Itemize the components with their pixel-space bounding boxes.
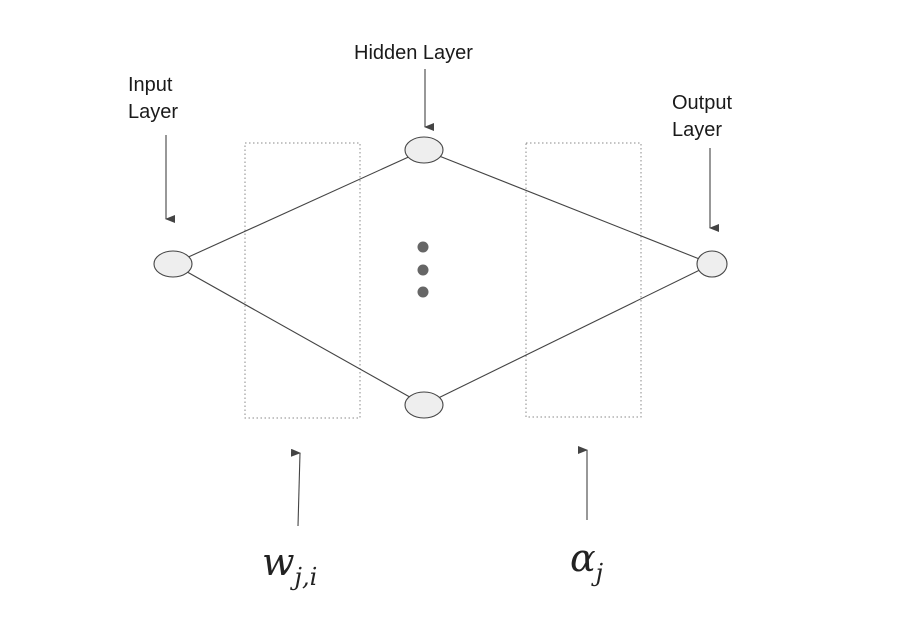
ellipsis-dot-3 (417, 286, 429, 298)
weight-w-symbol: w (262, 540, 295, 584)
ellipsis-dot-2 (417, 264, 429, 276)
input-layer-label-line1: Input (128, 74, 173, 96)
hidden-node-top (404, 136, 444, 164)
weight-alpha-symbol: α (570, 536, 596, 580)
output-layer-label: Output Layer (672, 90, 732, 144)
ellipsis-dot-1 (417, 241, 429, 253)
input-layer-label: Input Layer (128, 72, 178, 126)
edge-hidden-bottom-output (423, 263, 713, 406)
edge-input-hidden-top (172, 149, 425, 265)
hidden-output-weight-label: αj (570, 536, 603, 587)
weight-alpha-subscript: j (595, 559, 604, 587)
input-hidden-weight-box (244, 142, 361, 419)
output-layer-label-line1: Output (672, 92, 733, 114)
hidden-output-weight-box (525, 142, 642, 418)
input-layer-label-line2: Layer (128, 101, 179, 123)
input-hidden-weight-label: wj,i (262, 540, 317, 591)
edge-input-hidden-bottom (172, 263, 425, 406)
input-node (153, 250, 193, 278)
weight-w-subscript: j,i (294, 563, 318, 591)
hidden-node-bottom (404, 391, 444, 419)
output-layer-label-line2: Layer (672, 119, 723, 141)
edge-hidden-top-output (423, 149, 713, 265)
output-node (696, 250, 728, 278)
hidden-layer-label: Hidden Layer (354, 42, 473, 64)
w-weight-arrow (290, 448, 301, 527)
